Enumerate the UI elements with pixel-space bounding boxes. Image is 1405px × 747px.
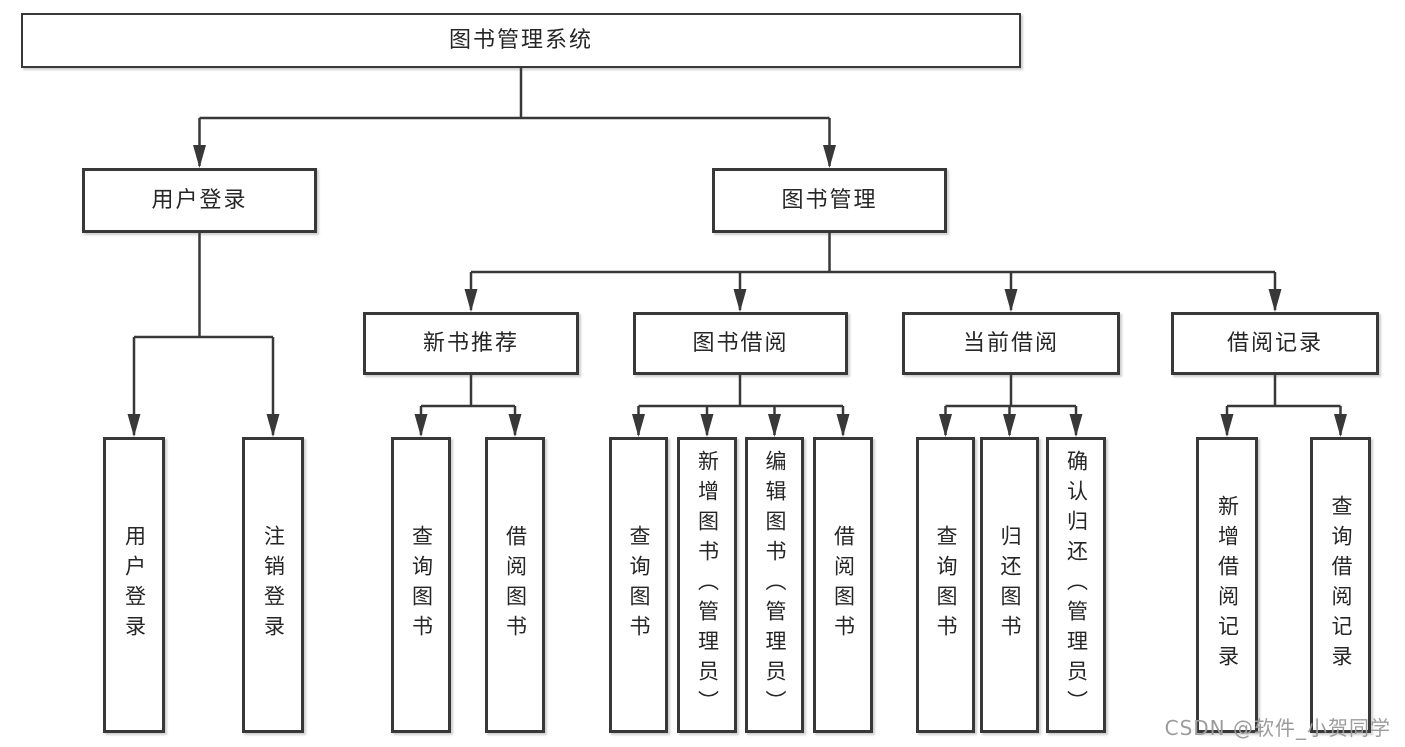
leaf-records-add-label: 新增借阅记录 xyxy=(1215,495,1240,675)
leaf-borrow-edit: 编辑图书（管理员） xyxy=(745,437,804,733)
edge-new-books-branch xyxy=(419,375,517,435)
leaf-records-query: 查询借阅记录 xyxy=(1310,437,1371,733)
node-borrow-records-label: 借阅记录 xyxy=(1226,330,1323,356)
leaf-current-return: 归还图书 xyxy=(980,437,1039,733)
node-book-mgmt: 图书管理 xyxy=(712,168,947,233)
leaf-new-books-borrow-label: 借阅图书 xyxy=(503,525,528,645)
leaf-borrow-book-label: 借阅图书 xyxy=(831,525,856,645)
node-user-login-label: 用户登录 xyxy=(151,187,248,213)
edge-root-to-level2 xyxy=(198,68,831,166)
edge-borrow-records-branch xyxy=(1225,375,1342,435)
arrowheads xyxy=(127,145,1347,437)
leaf-current-query-label: 查询图书 xyxy=(934,525,958,645)
edge-book-borrow-branch xyxy=(637,375,845,435)
node-current-borrow: 当前借阅 xyxy=(902,312,1120,375)
leaf-current-confirm: 确认归还（管理员） xyxy=(1046,437,1106,733)
edge-user-login-branch xyxy=(132,233,275,435)
leaf-borrow-add-label: 新增图书（管理员） xyxy=(695,450,720,720)
node-new-books-label: 新书推荐 xyxy=(422,330,519,356)
leaf-borrow-book: 借阅图书 xyxy=(813,437,873,733)
leaf-logout: 注销登录 xyxy=(242,437,304,733)
node-book-borrow: 图书借阅 xyxy=(633,312,848,375)
leaf-new-books-query: 查询图书 xyxy=(391,437,451,733)
leaf-current-query: 查询图书 xyxy=(916,437,975,733)
leaf-new-books-borrow: 借阅图书 xyxy=(485,437,545,733)
leaf-user-login-label: 用户登录 xyxy=(122,525,147,645)
node-library-system: 图书管理系统 xyxy=(21,13,1021,68)
leaf-borrow-edit-label: 编辑图书（管理员） xyxy=(763,450,787,720)
node-borrow-records: 借阅记录 xyxy=(1171,312,1379,375)
node-user-login: 用户登录 xyxy=(82,168,317,233)
node-book-mgmt-label: 图书管理 xyxy=(781,187,878,213)
leaf-current-confirm-label: 确认归还（管理员） xyxy=(1064,450,1089,720)
leaf-borrow-add: 新增图书（管理员） xyxy=(677,437,737,733)
leaf-borrow-query-label: 查询图书 xyxy=(627,525,651,645)
leaf-user-login: 用户登录 xyxy=(103,437,165,733)
node-book-borrow-label: 图书借阅 xyxy=(692,330,789,356)
leaf-records-add: 新增借阅记录 xyxy=(1196,437,1258,733)
leaf-current-return-label: 归还图书 xyxy=(998,525,1022,645)
node-current-borrow-label: 当前借阅 xyxy=(962,330,1059,356)
node-new-books: 新书推荐 xyxy=(363,312,579,375)
leaf-records-query-label: 查询借阅记录 xyxy=(1329,495,1353,675)
leaf-new-books-query-label: 查询图书 xyxy=(409,525,434,645)
leaf-logout-label: 注销登录 xyxy=(261,525,286,645)
leaf-borrow-query: 查询图书 xyxy=(609,437,668,733)
node-library-system-label: 图书管理系统 xyxy=(448,27,593,53)
edge-book-mgmt-branch xyxy=(469,233,1277,310)
watermark: CSDN @软件_小贺同学 xyxy=(1164,716,1391,740)
